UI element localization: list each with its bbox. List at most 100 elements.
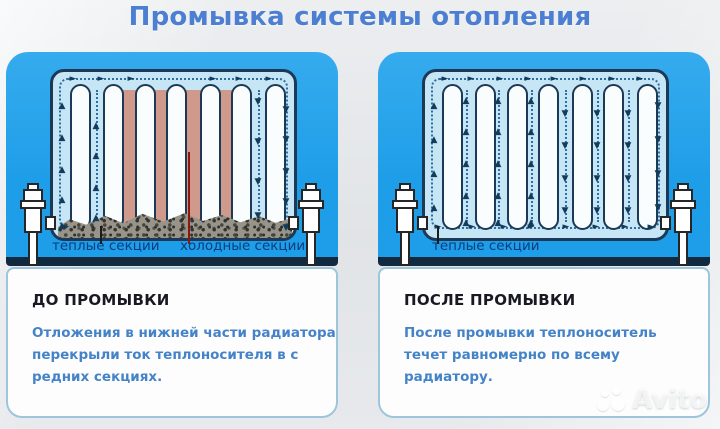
radiator-before-diagram: ►►►►►►▲▲▲▲▲▲▲▲▲▼▼▼▼▼▼▼▼▼► — [50, 69, 297, 241]
flow-arrow-up: ▲ — [527, 159, 535, 169]
flow-arrow-up: ▲ — [58, 195, 66, 205]
flow-arrow-down: ▼ — [282, 197, 290, 207]
flow-arrow-up: ▲ — [92, 151, 100, 161]
after-description-line: После промывки теплоноситель — [404, 325, 657, 341]
flow-arrow-right: ► — [97, 74, 105, 84]
flow-arrow-down: ▼ — [282, 167, 290, 177]
after-card: ПОСЛЕ ПРОМЫВКИ После промывки теплоносит… — [378, 267, 710, 418]
flow-arrow-down: ▼ — [254, 211, 262, 221]
valve-pipe — [400, 231, 410, 266]
warm-sections-label: теплые секции — [432, 238, 540, 254]
flow-arrow-up: ▲ — [527, 191, 535, 201]
before-illustration: ►►►►►►▲▲▲▲▲▲▲▲▲▼▼▼▼▼▼▼▼▼► теплые секции … — [6, 52, 338, 266]
radiator-section — [474, 84, 496, 230]
flow-arrow-down: ▼ — [654, 135, 662, 145]
radiator-valve — [392, 183, 428, 266]
flow-arrow-down: ▼ — [624, 109, 632, 119]
flow-arrow-right: ► — [496, 74, 504, 84]
radiator-section — [102, 84, 124, 230]
valve-connector — [45, 216, 56, 230]
valve-body — [24, 207, 42, 233]
avito-logo-icon — [597, 385, 629, 415]
flow-arrow-up: ▲ — [462, 218, 470, 228]
flow-arrow-up: ▲ — [430, 169, 438, 179]
flow-arrow-up: ▲ — [92, 213, 100, 223]
valve-pipe — [28, 231, 38, 266]
flow-arrow-right: ► — [608, 74, 616, 84]
flow-arrow-down: ▼ — [561, 109, 569, 119]
flow-arrow-up: ▲ — [58, 101, 66, 111]
radiator-section — [230, 84, 252, 230]
radiator-section — [165, 84, 187, 230]
flow-arrow-down: ▼ — [624, 206, 632, 216]
radiator-section — [199, 84, 221, 230]
panel-after: ►►►►►►►►►►►►►►►►▲▲▲▲▲▲▲▲▲▲▲▲▲▲▲▲▲▲▲▼▼▼▼▼… — [378, 52, 710, 418]
flow-arrow-down: ▼ — [561, 174, 569, 184]
flow-arrow-up: ▲ — [494, 218, 502, 228]
flow-arrow-down: ▼ — [624, 174, 632, 184]
flow-arrow-up: ▲ — [527, 218, 535, 228]
radiator-section — [506, 84, 528, 230]
valve-connector — [288, 216, 299, 230]
flow-arrow-up: ▲ — [494, 159, 502, 169]
valve-pipe — [678, 231, 688, 266]
page-title: Промывка системы отопления — [128, 2, 592, 32]
flow-arrow-down: ▼ — [282, 135, 290, 145]
flow-arrow-right: ► — [441, 74, 449, 84]
flow-path-dotted — [498, 90, 500, 222]
flow-arrow-up: ▲ — [462, 191, 470, 201]
radiator-section — [441, 84, 463, 230]
valve-body — [396, 207, 414, 233]
flow-arrow-down: ▼ — [561, 206, 569, 216]
flow-arrow-up: ▲ — [430, 203, 438, 213]
flow-arrow-right: ► — [69, 74, 77, 84]
flow-arrow-down: ▼ — [654, 169, 662, 179]
flow-arrow-right: ► — [209, 74, 217, 84]
radiator-section — [602, 84, 624, 230]
flow-arrow-down: ▼ — [593, 141, 601, 151]
avito-watermark: Avito — [597, 385, 707, 415]
valve-pipe — [306, 231, 316, 266]
flow-arrow-down: ▼ — [654, 203, 662, 213]
flow-path-dotted — [531, 90, 533, 222]
flow-arrow-up: ▲ — [527, 96, 535, 106]
flow-path-dotted — [258, 90, 260, 222]
before-card: ДО ПРОМЫВКИ Отложения в нижней части рад… — [6, 267, 338, 418]
flow-arrow-up: ▲ — [462, 127, 470, 137]
avito-watermark-text: Avito — [632, 385, 708, 415]
flow-arrow-down: ▼ — [254, 177, 262, 187]
flow-arrow-down: ▼ — [254, 97, 262, 107]
panel-before: ►►►►►►▲▲▲▲▲▲▲▲▲▼▼▼▼▼▼▼▼▼► теплые секции … — [6, 52, 338, 418]
flow-arrow-down: ▼ — [654, 101, 662, 111]
valve-connector — [417, 216, 428, 230]
after-description-line: течет равномерно по всему — [404, 347, 620, 363]
cold-indicator-line — [188, 152, 190, 244]
radiator-valve — [660, 183, 696, 266]
flow-arrow-right: ► — [127, 74, 135, 84]
flow-arrow-right: ► — [468, 222, 476, 232]
flow-arrow-right: ► — [621, 222, 629, 232]
panel-baseline — [6, 257, 338, 266]
flow-arrow-up: ▲ — [462, 159, 470, 169]
after-heading: ПОСЛЕ ПРОМЫВКИ — [404, 291, 576, 309]
flow-arrow-up: ▲ — [58, 133, 66, 143]
flow-arrow-down: ▼ — [624, 141, 632, 151]
valve-connector — [660, 216, 671, 230]
radiator-section — [69, 84, 91, 230]
flow-arrow-right: ► — [235, 74, 243, 84]
after-description-line: радиатору. — [404, 369, 493, 385]
flow-arrow-down: ▼ — [254, 137, 262, 147]
flow-arrow-right: ► — [562, 222, 570, 232]
flow-arrow-down: ▼ — [593, 174, 601, 184]
warm-indicator-line — [437, 226, 439, 244]
flow-arrow-up: ▲ — [92, 183, 100, 193]
flow-arrow-up: ▲ — [494, 191, 502, 201]
radiator-valve — [20, 183, 56, 266]
before-description-line: редних секциях. — [32, 369, 163, 385]
cold-sections-label: холодные секции — [180, 238, 306, 254]
radiator-section — [134, 84, 156, 230]
flow-arrow-right: ► — [467, 74, 475, 84]
valve-body — [302, 207, 320, 233]
before-description-line: Отложения в нижней части радиатора — [32, 325, 336, 341]
